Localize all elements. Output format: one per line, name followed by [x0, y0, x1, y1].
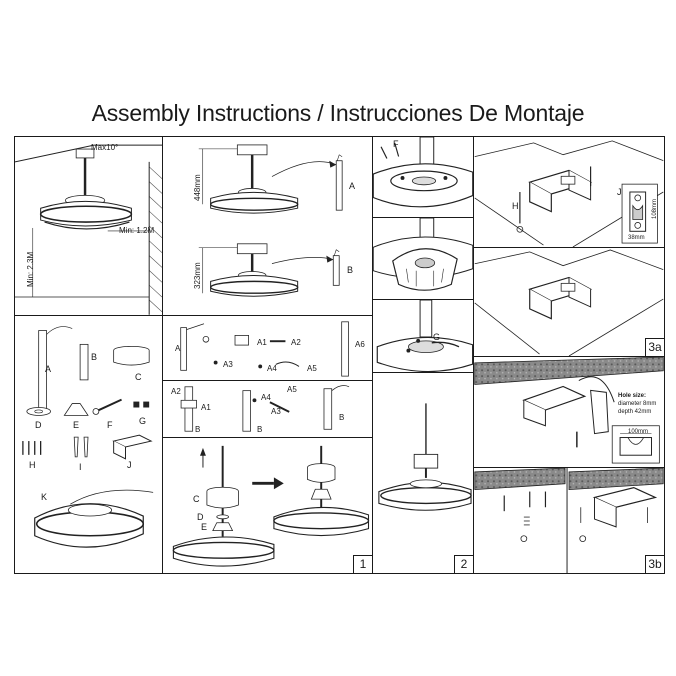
rod-components-drawing — [180, 321, 349, 377]
bracket-on-ceiling-drawing — [474, 249, 664, 356]
part-i-label: I — [79, 462, 82, 472]
part-g-label: G — [433, 332, 441, 342]
asm-a2-label: A2 — [171, 387, 181, 396]
panel-canopy-detail-mid — [372, 217, 474, 300]
part-h-parts-label: H — [29, 460, 36, 470]
step1-c-label: C — [193, 494, 200, 504]
part-h-label: H — [512, 201, 519, 211]
part-j-label: J — [617, 187, 622, 197]
ceiling-drill-drawing — [474, 357, 664, 464]
canopy-wiring-drawing — [376, 300, 473, 372]
panel-canopy-detail-f: F — [372, 136, 474, 218]
fan-height-drawing — [198, 144, 343, 297]
rod-a-label: A — [349, 181, 356, 191]
asm-b2-label: B — [257, 425, 263, 434]
part-b-label: B — [91, 352, 98, 362]
part-g-parts-label: G — [139, 416, 147, 426]
asm-a3-label: A3 — [271, 407, 281, 416]
panel-step-3a: 3a — [473, 247, 665, 357]
asm-a1-label: A1 — [201, 403, 211, 412]
step-1-number: 1 — [353, 555, 372, 573]
panel-install-clearance: Max10° Min: 1.2M Min: 2.3M — [14, 136, 163, 316]
step-3b-number: 3b — [645, 555, 664, 573]
panel-step-3b: 3b — [473, 467, 665, 574]
panel-rod-parts: A A1 A2 A3 A4 A5 A6 — [162, 315, 373, 381]
bracket-width-label: 100mm — [628, 429, 649, 435]
hole-depth-label: depth 42mm — [618, 409, 652, 415]
rod-part-a5-label: A5 — [307, 364, 317, 373]
panel-step-2: 2 — [372, 372, 474, 574]
parts-drawing — [22, 326, 154, 548]
part-j-parts-label: J — [127, 460, 132, 470]
part-e-label: E — [73, 420, 80, 430]
panel-rod-heights: 448mm 323mm A B — [162, 136, 373, 316]
part-d-label: D — [35, 420, 42, 430]
asm-a5-label: A5 — [287, 385, 297, 394]
step-2-number: 2 — [454, 555, 473, 573]
panel-canopy-detail-g: G — [372, 299, 474, 373]
panel-rod-assembly: A2 A1 A4 A5 A3 B B B — [162, 380, 373, 438]
panel-step-1: C D E 1 — [162, 437, 373, 574]
canopy-screws-drawing — [373, 137, 473, 208]
rod-part-a-label: A — [175, 344, 181, 353]
part-f-label: F — [393, 139, 399, 149]
rod-part-a3-label: A3 — [223, 360, 233, 369]
j-width-label: 38mm — [628, 235, 645, 241]
hole-size-label: Hole size: — [618, 393, 647, 399]
panel-hole-size: Hole size: diameter 8mm depth 42mm 100mm — [473, 356, 665, 468]
rod-assembly-drawing — [180, 385, 350, 432]
bracket-ceiling-drawing — [474, 140, 664, 247]
ceiling-fan-install-drawing — [15, 144, 162, 315]
step1-d-label: D — [197, 512, 204, 522]
part-k-label: K — [41, 492, 48, 502]
asm-b3-label: B — [339, 413, 345, 422]
min-floor-clearance-label: Min: 2.3M — [26, 251, 35, 287]
panel-parts-list: A B C D E F G H I J K — [14, 315, 163, 574]
canopy-assembly-drawing — [172, 445, 370, 567]
asm-b1-label: B — [195, 425, 201, 434]
step1-e-label: E — [201, 522, 208, 532]
rod-b-label: B — [347, 265, 354, 275]
rod-part-a4-label: A4 — [267, 364, 277, 373]
part-c-label: C — [135, 372, 142, 382]
height-b-label: 323mm — [193, 262, 202, 289]
asm-a4-label: A4 — [261, 393, 271, 402]
part-f-parts-label: F — [107, 420, 113, 430]
min-side-clearance-label: Min: 1.2M — [119, 226, 155, 235]
canopy-open-drawing — [373, 218, 473, 291]
rod-part-a1-label: A1 — [257, 338, 267, 347]
j-height-label: 108mm — [652, 198, 658, 219]
rod-part-a6-label: A6 — [355, 340, 365, 349]
hole-diameter-label: diameter 8mm — [618, 401, 657, 407]
height-a-label: 448mm — [193, 174, 202, 201]
hanging-fan-drawing — [378, 403, 472, 511]
page-title: Assembly Instructions / Instrucciones De… — [91, 100, 585, 126]
panel-bracket-mount: H J 108mm 38mm — [473, 136, 665, 248]
part-a-label: A — [45, 364, 52, 374]
anchor-screws-drawing — [474, 468, 664, 573]
rod-part-a2-label: A2 — [291, 338, 301, 347]
step-3a-number: 3a — [645, 338, 664, 356]
max-angle-label: Max10° — [91, 143, 119, 152]
